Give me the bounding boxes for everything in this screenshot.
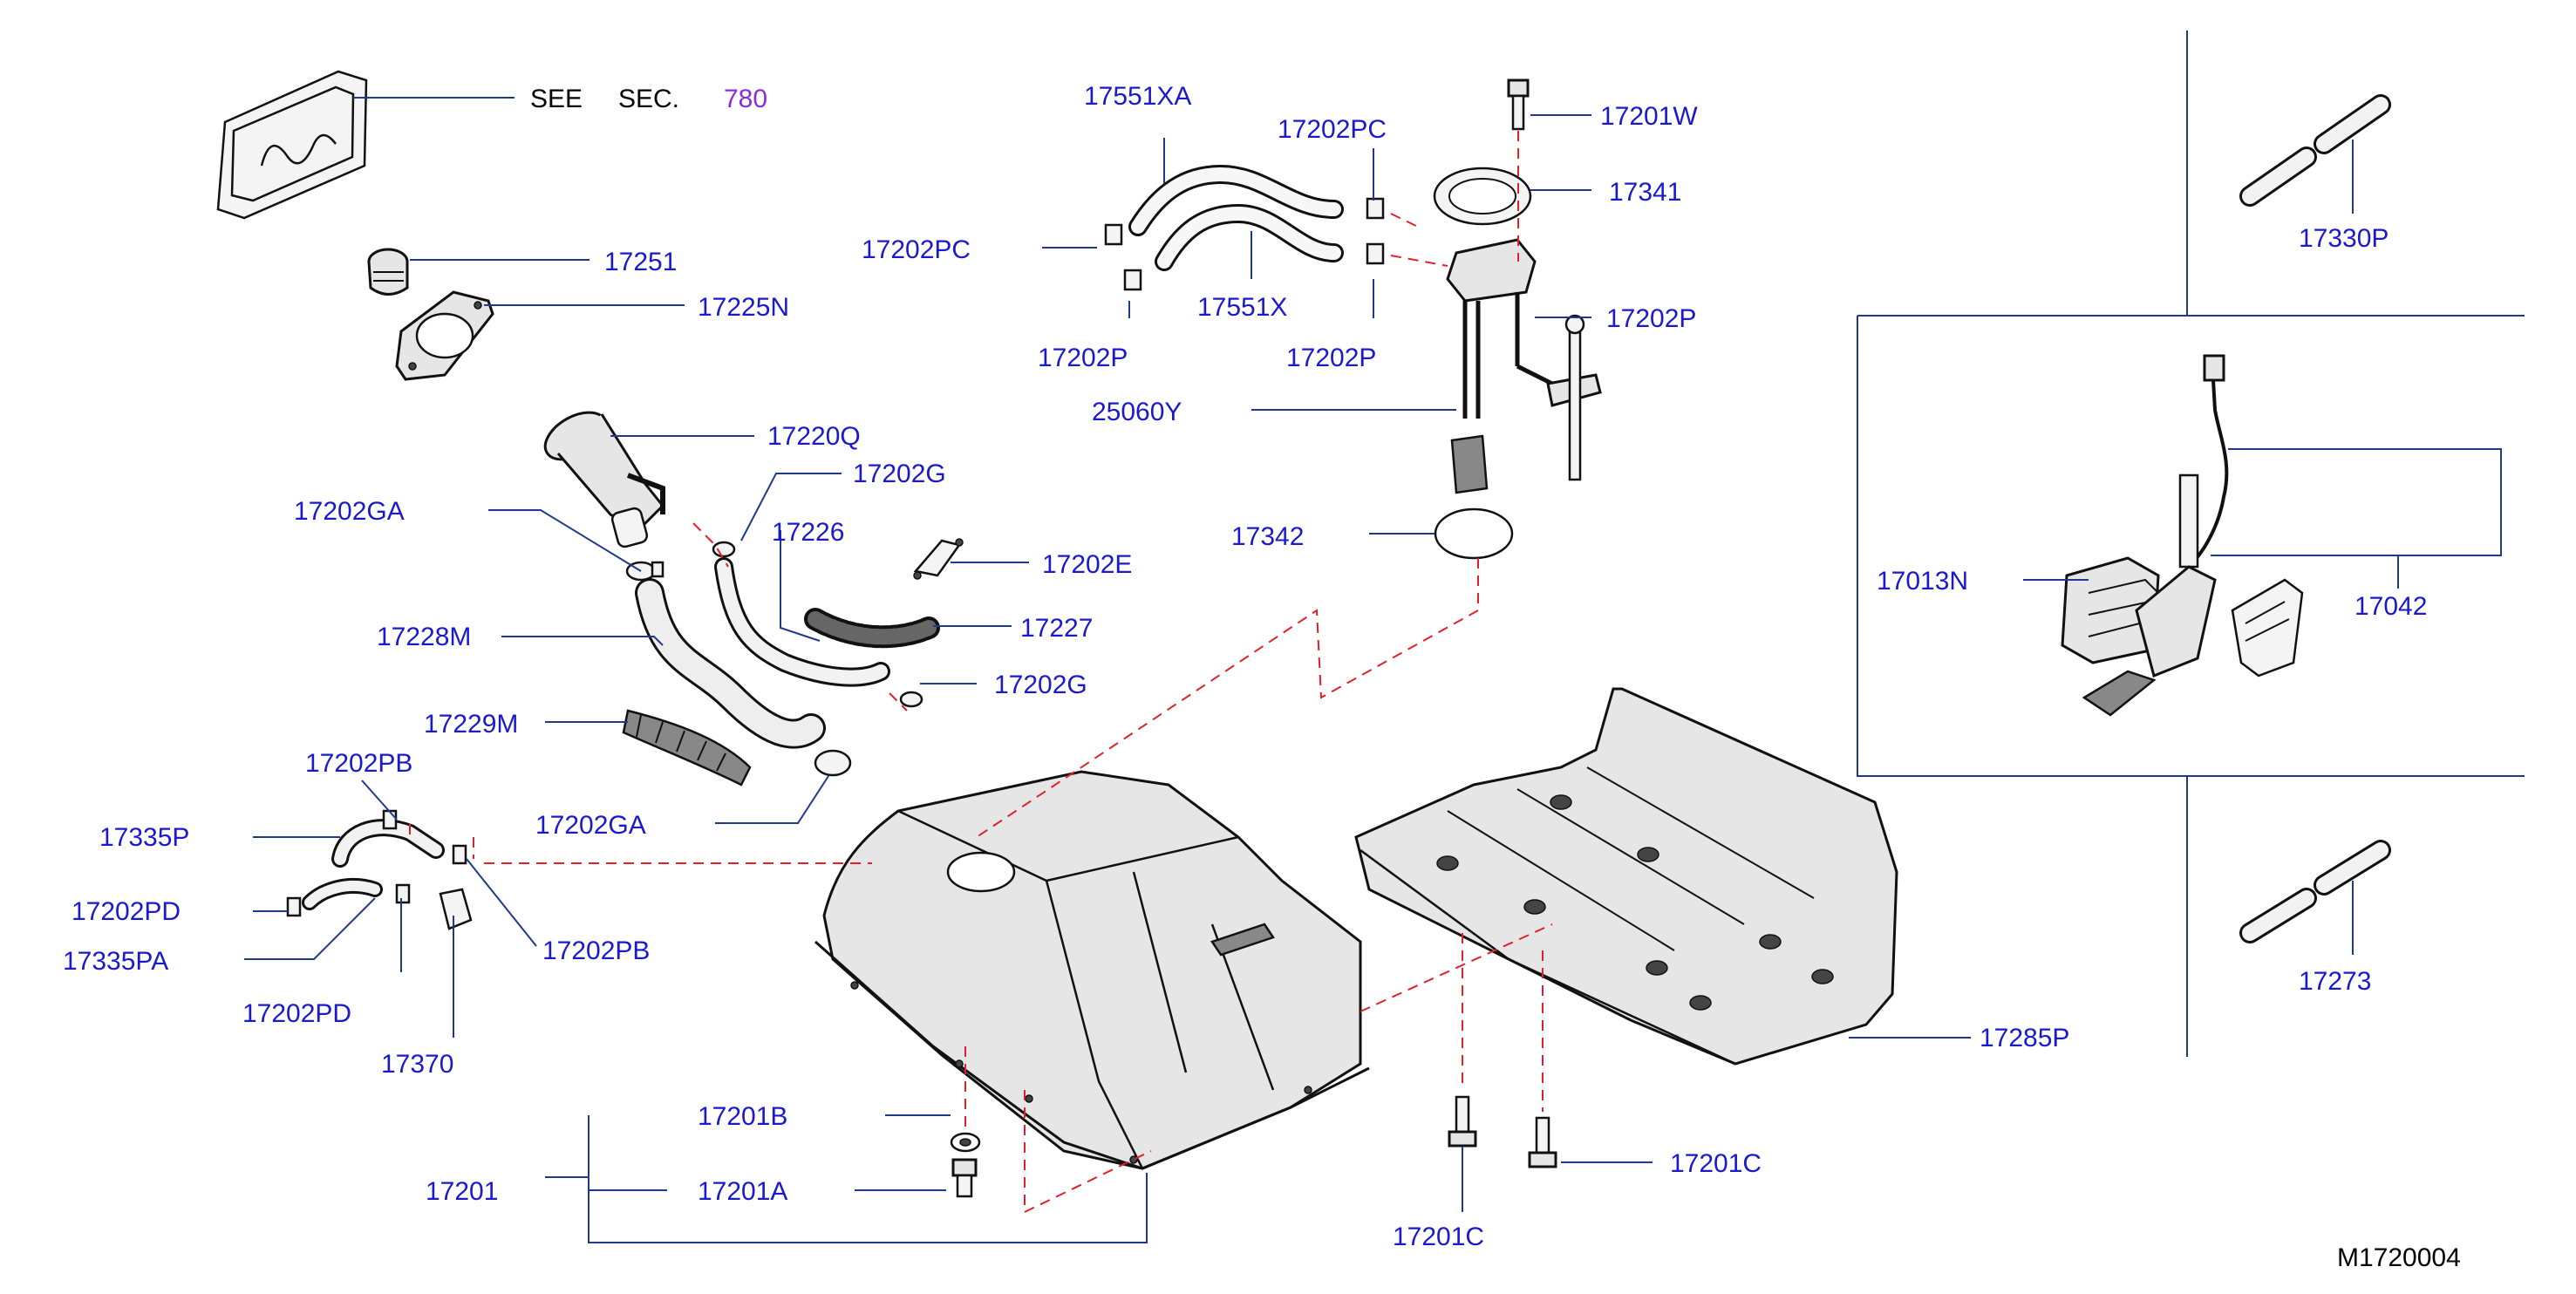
label-17370[interactable]: 17370 <box>381 1050 453 1079</box>
breather-tube-17226-illustration <box>714 557 890 687</box>
bolts-17201C-illustration <box>1448 1095 1557 1168</box>
label-17202GA-top[interactable]: 17202GA <box>294 497 405 526</box>
label-17551XA[interactable]: 17551XA <box>1084 82 1191 111</box>
label-17201B[interactable]: 17201B <box>698 1102 787 1131</box>
filler-neck-17220Q-illustration <box>543 411 665 548</box>
fuel-cap-17251-illustration <box>367 248 409 296</box>
tubes-17551-illustration <box>1104 164 1385 291</box>
clip-17202E-illustration <box>913 538 964 580</box>
label-17226[interactable]: 17226 <box>772 518 844 547</box>
assembly-dashed-lines <box>409 131 1553 1214</box>
small-hoses-17335-illustration <box>286 809 473 930</box>
protector-17285P-illustration <box>1354 687 1898 1066</box>
label-17227[interactable]: 17227 <box>1020 614 1093 643</box>
label-17330P[interactable]: 17330P <box>2299 224 2389 253</box>
leader-lines <box>244 31 2525 1243</box>
see-prefix: SEE <box>530 85 583 113</box>
label-17202G-top[interactable]: 17202G <box>853 460 946 488</box>
label-17202GA-bottom[interactable]: 17202GA <box>535 811 646 840</box>
hose-17273-illustration <box>2239 840 2391 943</box>
label-17201A[interactable]: 17201A <box>698 1177 787 1206</box>
filler-plate-17225N-illustration <box>395 290 494 381</box>
fuel-tank-illustration <box>814 770 1370 1170</box>
label-17202E[interactable]: 17202E <box>1042 550 1132 579</box>
filler-hose-17228M-illustration <box>635 578 826 749</box>
label-17273[interactable]: 17273 <box>2299 967 2371 996</box>
label-17335P[interactable]: 17335P <box>99 823 189 852</box>
label-17202PB-right[interactable]: 17202PB <box>542 936 650 965</box>
gasket-17342-illustration <box>1434 507 1514 560</box>
label-17013N[interactable]: 17013N <box>1877 567 1968 596</box>
bolt-17201A-illustration <box>951 1158 978 1198</box>
label-17202P-c[interactable]: 17202P <box>1606 304 1696 333</box>
label-17229M[interactable]: 17229M <box>424 710 518 739</box>
label-17285P[interactable]: 17285P <box>1980 1024 2069 1052</box>
label-17201[interactable]: 17201 <box>426 1177 498 1206</box>
label-17202PD-left[interactable]: 17202PD <box>72 897 181 926</box>
washer-17201B-illustration <box>950 1132 981 1153</box>
corrugated-hose-17227-illustration <box>804 608 940 649</box>
boot-17229M-illustration <box>622 709 752 787</box>
label-17202PC-top[interactable]: 17202PC <box>1278 115 1387 144</box>
label-17202P-a[interactable]: 17202P <box>1038 344 1128 372</box>
label-17202PD-bottom[interactable]: 17202PD <box>242 999 351 1028</box>
label-17251[interactable]: 17251 <box>604 248 677 276</box>
label-25060Y[interactable]: 25060Y <box>1092 398 1182 426</box>
label-17342[interactable]: 17342 <box>1231 522 1304 551</box>
label-17551X[interactable]: 17551X <box>1197 293 1287 322</box>
label-17220Q[interactable]: 17220Q <box>767 422 861 451</box>
label-17341[interactable]: 17341 <box>1609 178 1681 207</box>
see-sec-number-link[interactable]: 780 <box>724 85 767 113</box>
part-labels: SEE SEC. 780 17251 17225N 17220Q 17202G … <box>63 82 2461 1272</box>
label-17042[interactable]: 17042 <box>2355 592 2427 621</box>
see-sec-text[interactable]: SEC. <box>618 85 679 113</box>
clamp-17202G-illustration <box>712 541 923 708</box>
label-17202PC-left[interactable]: 17202PC <box>862 235 971 264</box>
clamp-17202GA-lower-illustration <box>814 749 852 777</box>
label-17202P-b[interactable]: 17202P <box>1286 344 1376 372</box>
label-17335PA[interactable]: 17335PA <box>63 947 168 976</box>
hose-17330P-illustration <box>2239 94 2391 207</box>
bolt-17201W-illustration <box>1507 78 1530 131</box>
label-17202PB-top[interactable]: 17202PB <box>305 749 412 778</box>
label-17201W[interactable]: 17201W <box>1600 102 1698 131</box>
label-17201C-right[interactable]: 17201C <box>1670 1149 1762 1178</box>
label-17202G-mid[interactable]: 17202G <box>994 671 1087 699</box>
sec-780-part-illustration <box>216 70 368 220</box>
diagram-code: M1720004 <box>2337 1243 2461 1272</box>
label-17225N[interactable]: 17225N <box>698 293 789 322</box>
label-17201C-bottom[interactable]: 17201C <box>1393 1222 1484 1251</box>
label-17228M[interactable]: 17228M <box>377 623 471 651</box>
fuel-pump-17042-illustration <box>2061 354 2304 717</box>
sending-unit-25060Y-illustration <box>1446 238 1602 494</box>
ring-17341-illustration <box>1433 167 1532 226</box>
